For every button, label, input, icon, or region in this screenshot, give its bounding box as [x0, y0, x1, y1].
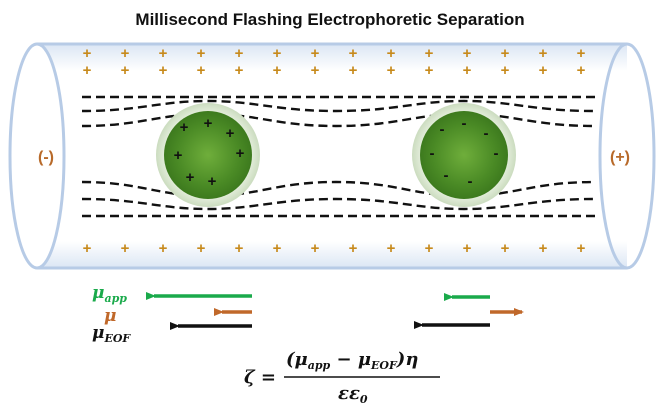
wall-charge-top: + [425, 62, 434, 79]
positive-charge: + [208, 173, 217, 190]
positive-charge: + [226, 125, 235, 142]
positive-charge: + [236, 145, 245, 162]
positive-charge: + [186, 169, 195, 186]
mu-app-label: μapp [92, 283, 127, 305]
wall-charge-bottom: + [235, 240, 244, 257]
wall-charge-top: + [387, 45, 396, 62]
equation-denominator: εε0 [338, 383, 368, 406]
wall-charge-top: + [349, 62, 358, 79]
tube-body [37, 44, 627, 268]
zeta-equation: ζ = (μapp − μEOF)η εε0 [244, 349, 440, 406]
wall-charge-top: + [539, 62, 548, 79]
wall-charge-bottom: + [159, 240, 168, 257]
positive-particle-velocity-arrows [146, 292, 252, 330]
mu-label: μ [104, 306, 116, 326]
wall-charge-bottom: + [273, 240, 282, 257]
wall-charge-top: + [425, 45, 434, 62]
streamline [81, 197, 596, 211]
negative-charge: - [468, 173, 473, 190]
wall-charge-top: + [159, 45, 168, 62]
wall-charge-top: + [501, 62, 510, 79]
streamline [81, 180, 596, 198]
wall-charge-top: + [159, 62, 168, 79]
negative-charge: - [462, 115, 467, 132]
diagram-title: Millisecond Flashing Electrophoretic Sep… [135, 10, 524, 29]
wall-charge-bottom: + [463, 240, 472, 257]
wall-charge-top: + [83, 62, 92, 79]
wall-charge-bottom: + [121, 240, 130, 257]
wall-charge-top: + [539, 45, 548, 62]
wall-charges: ++++++++++++++++++++++++++++++++++++++++… [83, 45, 586, 257]
wall-charge-top: + [197, 62, 206, 79]
wall-charge-bottom: + [425, 240, 434, 257]
negative-charge: - [484, 125, 489, 142]
negative-electrode-label: (-) [38, 149, 54, 166]
wall-charge-top: + [273, 45, 282, 62]
wall-charge-top: + [577, 45, 586, 62]
positive-electrode-label: (+) [610, 149, 630, 166]
wall-charge-top: + [235, 62, 244, 79]
wall-charge-top: + [387, 62, 396, 79]
wall-charge-bottom: + [539, 240, 548, 257]
negative-charge: - [430, 145, 435, 162]
wall-charge-top: + [83, 45, 92, 62]
wall-charge-bottom: + [501, 240, 510, 257]
wall-charge-top: + [349, 45, 358, 62]
equation-lhs: ζ = [244, 367, 276, 388]
streamline [81, 112, 596, 128]
negative-particle-velocity-arrows [414, 293, 524, 329]
wall-charge-top: + [121, 45, 130, 62]
wall-charge-top: + [197, 45, 206, 62]
positive-particle: +++++++ [156, 103, 260, 207]
positive-charge: + [180, 119, 189, 136]
negative-charge: - [444, 167, 449, 184]
negative-particle: ------- [412, 103, 516, 207]
negative-charge: - [494, 145, 499, 162]
tube-right-end [598, 42, 656, 270]
wall-charge-top: + [121, 62, 130, 79]
wall-charge-top: + [273, 62, 282, 79]
wall-charge-bottom: + [197, 240, 206, 257]
wall-charge-top: + [311, 45, 320, 62]
wall-charge-bottom: + [577, 240, 586, 257]
wall-charge-top: + [577, 62, 586, 79]
mu-eof-label: μEOF [92, 323, 131, 345]
wall-charge-top: + [235, 45, 244, 62]
wall-charge-bottom: + [349, 240, 358, 257]
capillary-tube [8, 42, 656, 270]
positive-charge: + [204, 115, 213, 132]
streamline [81, 99, 596, 113]
wall-charge-bottom: + [311, 240, 320, 257]
equation-numerator: (μapp − μEOF)η [286, 349, 418, 372]
flow-streamlines [81, 95, 596, 218]
particle-charges: ------- [430, 115, 499, 190]
wall-charge-bottom: + [387, 240, 396, 257]
wall-charge-top: + [311, 62, 320, 79]
negative-charge: - [440, 121, 445, 138]
tube-left-end [8, 42, 66, 270]
positive-charge: + [174, 147, 183, 164]
mobility-legend: μapp μ μEOF [92, 283, 131, 345]
wall-charge-top: + [463, 45, 472, 62]
wall-charge-top: + [463, 62, 472, 79]
particle-charges: +++++++ [174, 115, 245, 190]
particle-core [164, 111, 252, 199]
particle-core [420, 111, 508, 199]
wall-charge-top: + [501, 45, 510, 62]
wall-charge-bottom: + [83, 240, 92, 257]
